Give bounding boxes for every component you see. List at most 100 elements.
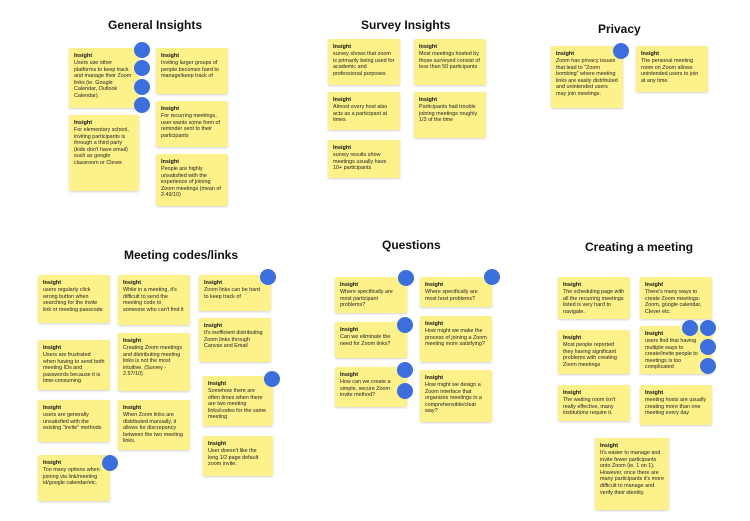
vote-dot xyxy=(398,270,414,286)
sticky-note[interactable]: Insight Zoom links can be hard to keep t… xyxy=(199,275,271,311)
sticky-note[interactable]: Insight Most people reported they having… xyxy=(558,330,630,374)
note-label: Insight xyxy=(43,345,62,351)
note-label: Insight xyxy=(340,327,359,333)
note-label: Insight xyxy=(208,381,227,387)
note-label: Insight xyxy=(556,51,575,57)
note-text: Participants had trouble joining meeting… xyxy=(419,104,478,124)
vote-dot xyxy=(700,358,716,374)
vote-dot xyxy=(700,320,716,336)
note-text: While in a meeting, it's difficult to se… xyxy=(123,287,184,313)
note-label: Insight xyxy=(600,443,619,449)
sticky-note[interactable]: Insight While in a meeting, it's difficu… xyxy=(118,275,190,325)
note-label: Insight xyxy=(340,372,359,378)
sticky-note[interactable]: Insight How might we design a Zoom inter… xyxy=(420,370,492,422)
note-text: The personal meeting room on Zoom allows… xyxy=(641,58,699,84)
note-label: Insight xyxy=(161,106,180,112)
note-text: When Zoom links are distributed manually… xyxy=(123,412,183,445)
sticky-note[interactable]: Insight Participants had trouble joining… xyxy=(414,92,486,138)
note-text: The scheduling page with all the recurri… xyxy=(563,289,625,315)
sticky-note[interactable]: Insight The waiting room isn't really ef… xyxy=(558,385,630,421)
note-text: It's easier to manage and invite fewer p… xyxy=(600,450,664,496)
note-label: Insight xyxy=(123,405,142,411)
vote-dot xyxy=(102,455,118,471)
sticky-note[interactable]: Insight The personal meeting room on Zoo… xyxy=(636,46,708,92)
vote-dot xyxy=(700,339,716,355)
note-text: Zoom has privacy issues that lead to "Zo… xyxy=(556,58,618,97)
vote-dot xyxy=(134,42,150,58)
sticky-note[interactable]: Insight For elementary school, inviting … xyxy=(69,115,139,191)
sticky-note[interactable]: Insight users regularly click wrong butt… xyxy=(38,275,110,323)
note-text: How might we design a Zoom interface tha… xyxy=(425,382,482,415)
note-text: users regularly click wrong button when … xyxy=(43,287,103,313)
note-label: Insight xyxy=(645,282,664,288)
sticky-note[interactable]: Insight It's inefficient distributing Zo… xyxy=(199,318,271,362)
sticky-note[interactable]: Insight users are generally unsatisfied … xyxy=(38,400,110,442)
sticky-note[interactable]: Insight How can we create a simple, secu… xyxy=(335,367,407,407)
section-title-meeting-codes-links: Meeting codes/links xyxy=(124,248,239,262)
vote-dot xyxy=(134,97,150,113)
vote-dot xyxy=(397,362,413,378)
note-text: users are generally unsatisfied with the… xyxy=(43,412,102,432)
vote-dot xyxy=(682,320,698,336)
sticky-note[interactable]: Insight Where specifically are most host… xyxy=(420,277,492,307)
vote-dot xyxy=(260,269,276,285)
section-title-privacy: Privacy xyxy=(598,22,641,36)
note-text: Zoom links can be hard to keep track of xyxy=(204,287,261,300)
sticky-note[interactable]: Insight Can we eliminate the need for Zo… xyxy=(335,322,407,358)
sticky-note[interactable]: Insight Too many options when joining vi… xyxy=(38,455,110,501)
note-label: Insight xyxy=(563,282,582,288)
sticky-note[interactable]: Insight People are highly unsatisfied wi… xyxy=(156,154,228,206)
sticky-note[interactable]: Insight meeting hosts are usually creati… xyxy=(640,385,712,425)
sticky-note[interactable]: Insight survey shows that zoom is primar… xyxy=(328,39,400,85)
note-text: Most people reported they having signifi… xyxy=(563,342,617,368)
vote-dot xyxy=(613,43,629,59)
note-label: Insight xyxy=(333,145,352,151)
note-text: users find that having multiple ways to … xyxy=(645,338,698,371)
note-label: Insight xyxy=(641,51,660,57)
sticky-note[interactable]: Insight Users use other platforms to kee… xyxy=(69,48,139,108)
note-label: Insight xyxy=(425,375,444,381)
section-title-general-insights: General Insights xyxy=(108,18,203,32)
note-label: Insight xyxy=(333,44,352,50)
sticky-note[interactable]: Insight There's many ways to create Zoom… xyxy=(640,277,712,319)
note-text: For recurring meetings, user wants some … xyxy=(161,113,221,139)
sticky-note[interactable]: Insight Almost every host also acts as a… xyxy=(328,92,400,130)
note-label: Insight xyxy=(43,280,62,286)
note-text: Where specifically are most participant … xyxy=(340,289,393,309)
sticky-note[interactable]: Insight Zoom has privacy issues that lea… xyxy=(551,46,623,108)
sticky-note[interactable]: Insight Somehow there are often times wh… xyxy=(203,376,273,426)
note-label: Insight xyxy=(123,338,142,344)
sticky-note[interactable]: Insight Creating Zoom meetings and distr… xyxy=(118,333,190,391)
sticky-note[interactable]: Insight The scheduling page with all the… xyxy=(558,277,630,319)
note-label: Insight xyxy=(208,441,227,447)
note-label: Insight xyxy=(340,282,359,288)
note-label: Insight xyxy=(645,390,664,396)
note-label: Insight xyxy=(425,321,444,327)
section-title-survey-insights: Survey Insights xyxy=(361,18,451,32)
note-label: Insight xyxy=(161,159,180,165)
sticky-note[interactable]: Insight survey results show meetings usu… xyxy=(328,140,400,178)
note-text: Users use other platforms to keep track … xyxy=(74,60,132,99)
note-label: Insight xyxy=(563,390,582,396)
sticky-note[interactable]: Insight It's easier to manage and invite… xyxy=(595,438,669,510)
note-label: Insight xyxy=(74,53,93,59)
note-text: Too many options when joining via link/m… xyxy=(43,467,100,487)
note-label: Insight xyxy=(204,280,223,286)
sticky-note[interactable]: Insight User doesn't like the long 1/2 p… xyxy=(203,436,273,476)
sticky-note[interactable]: Insight Where specifically are most part… xyxy=(335,277,407,313)
note-text: Somehow there are often times when there… xyxy=(208,388,267,421)
note-text: Can we eliminate the need for Zoom links… xyxy=(340,334,391,347)
note-text: People are highly unsatisfied with the e… xyxy=(161,166,221,199)
sticky-note[interactable]: Insight Users are frustrated when having… xyxy=(38,340,110,390)
sticky-note[interactable]: Insight When Zoom links are distributed … xyxy=(118,400,190,450)
sticky-note[interactable]: Insight For recurring meetings, user wan… xyxy=(156,101,228,147)
sticky-note[interactable]: Insight How might we make the process of… xyxy=(420,316,492,362)
note-label: Insight xyxy=(74,120,93,126)
note-label: Insight xyxy=(563,335,582,341)
note-text: It's inefficient distributing Zoom links… xyxy=(204,330,263,350)
vote-dot xyxy=(397,383,413,399)
vote-dot xyxy=(264,371,280,387)
sticky-note[interactable]: Insight Inviting larger groups of people… xyxy=(156,48,228,94)
sticky-note[interactable]: Insight Most meetings hosted by those su… xyxy=(414,39,486,85)
note-text: Most meetings hosted by those surveyed c… xyxy=(419,51,480,71)
